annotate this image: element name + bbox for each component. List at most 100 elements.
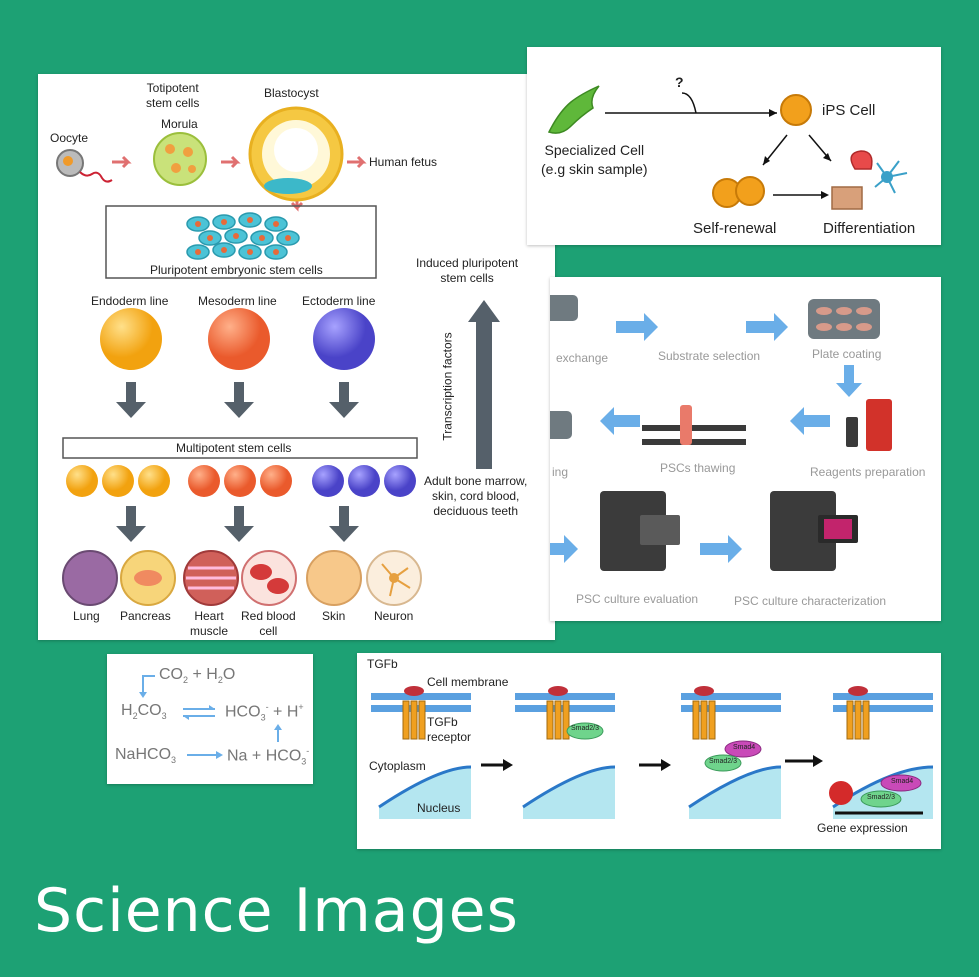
multipotent-label: Multipotent stem cells [176, 441, 292, 455]
plate-icon-partial-2 [550, 411, 572, 439]
smad23-label-2: Smad2/3 [571, 725, 600, 732]
plate-icon-partial [550, 295, 578, 321]
arrow-right-1 [616, 313, 658, 341]
ips-cell-card: Specialized Cell (e.g skin sample) ? iPS… [527, 47, 941, 245]
gene-expression-label: Gene expression [817, 821, 908, 835]
pink-arrow-3 [347, 155, 367, 169]
adult-sources-label: Adult bone marrow, skin, cord blood, dec… [424, 474, 528, 518]
psc-workflow-card: exchange Substrate selection Plate coati… [550, 277, 941, 621]
arrow-down [836, 365, 862, 397]
pluripotent-box [105, 205, 377, 279]
ips-cell-label: iPS Cell [822, 102, 876, 119]
tgfb-diagram [371, 686, 934, 819]
panel-3 [681, 686, 782, 819]
chemistry-card: CO2 + H2O H2CO3 HCO3- + H+ NaHCO3 Na + H… [107, 654, 313, 784]
blastocyst-label: Blastocyst [264, 86, 319, 100]
eq-nahco3: NaHCO3 [115, 746, 177, 766]
reagent-bottle-icon [866, 399, 892, 451]
smad23-label-4: Smad2/3 [867, 794, 896, 801]
tissue-label-pancreas: Pancreas [120, 609, 171, 623]
pluripotent-cells [186, 212, 300, 260]
tgfb-signaling-card: TGFb Cell membrane TGFb receptor Cytopla… [357, 653, 941, 849]
totipotent-label: Totipotent stem cells [146, 81, 200, 110]
self-renewal-label: Self-renewal [693, 220, 777, 237]
multipotent-cells [66, 465, 416, 497]
step-partial-label: ing [552, 465, 569, 479]
pink-arrow-1 [112, 155, 132, 169]
arrow-right-3 [550, 535, 578, 563]
receptor-label: TGFb receptor [427, 715, 472, 744]
step-substrate-label: Substrate selection [658, 349, 761, 363]
factor-arrow [681, 92, 697, 114]
arrow-left-2 [600, 407, 640, 435]
tissue-icon [831, 186, 863, 210]
ectoderm-sphere [313, 308, 375, 370]
development-diagram [56, 106, 500, 606]
tube-rack-icon [642, 425, 746, 431]
step-reagents-label: Reagents preparation [810, 465, 926, 479]
endoderm-label: Endoderm line [91, 294, 169, 308]
oocyte-label: Oocyte [50, 131, 89, 145]
neuron-icon-small [874, 160, 908, 194]
arrow-left-1 [790, 407, 830, 435]
question-mark: ? [675, 74, 684, 90]
arrow-right-2 [746, 313, 788, 341]
differentiation-label: Differentiation [823, 220, 916, 237]
ips-cell-icon [780, 94, 812, 126]
tissue-label-neuron: Neuron [374, 609, 414, 623]
psc-workflow-diagram [550, 295, 892, 571]
microscope-icon-1 [600, 491, 666, 571]
mesoderm-label: Mesoderm line [198, 294, 277, 308]
tissue-label-lung: Lung [73, 609, 100, 623]
membrane-label: Cell membrane [427, 675, 509, 689]
mesoderm-sphere [208, 308, 270, 370]
induced-label: Induced pluripotent stem cells [416, 256, 519, 285]
transcription-label: Transcription factors [440, 332, 455, 441]
red-blood-cell-icon [241, 550, 297, 606]
endoderm-sphere [100, 308, 162, 370]
sperm-tail-icon [79, 171, 113, 183]
eq-na-hco3: Na + HCO3- [227, 746, 310, 767]
panel-4 [829, 686, 934, 819]
specialized-cell-label: Specialized Cell (e.g skin sample) [541, 142, 648, 177]
morula-label: Morula [161, 117, 198, 131]
nucleus-label: Nucleus [417, 801, 461, 815]
microscope-icon-2 [770, 491, 836, 571]
step-thawing-label: PSCs thawing [660, 461, 736, 475]
step-characterization-label: PSC culture characterization [734, 594, 887, 608]
arrow-right-4 [700, 535, 742, 563]
gray-down-arrows [116, 382, 359, 542]
panel-1 [371, 686, 472, 819]
smad4-label-3: Smad4 [733, 744, 756, 751]
step-plate-coating-label: Plate coating [812, 347, 882, 361]
cytoplasm-label: Cytoplasm [369, 759, 426, 773]
oocyte-nucleus [63, 156, 73, 166]
page-title: Science Images [34, 876, 519, 946]
tissue-label-rbc: Red blood cell [241, 609, 296, 638]
specialized-cell-icon [547, 85, 600, 134]
coated-plate-icon [808, 299, 880, 339]
tissue-label-heart: Heart muscle [190, 609, 229, 638]
multipotent-box [62, 437, 418, 459]
pluripotent-label: Pluripotent embryonic stem cells [150, 263, 323, 277]
stem-cell-development-card: Oocyte Totipotent stem cells Morula Blas… [38, 74, 555, 640]
self-renewal-cell-b [735, 176, 765, 206]
panel-2 [515, 686, 616, 819]
tgfb-label: TGFb [367, 657, 398, 671]
red-cell-icon [850, 150, 873, 170]
smad23-label-3: Smad2/3 [709, 758, 738, 765]
lung-icon [62, 550, 118, 606]
eq-co2-h2o: CO2 + H2O [159, 666, 236, 686]
step-evaluation-label: PSC culture evaluation [576, 592, 699, 606]
morula-icon [153, 132, 207, 186]
eq-hco3-hplus: HCO3- + H+ [225, 702, 304, 723]
tissue-label-skin: Skin [322, 609, 346, 623]
chem-arrows [139, 675, 282, 759]
step-exchange-label: exchange [556, 351, 609, 365]
smad4-label-4: Smad4 [891, 778, 914, 785]
ectoderm-label: Ectoderm line [302, 294, 376, 308]
transcription-arrow [468, 300, 500, 469]
eq-h2co3: H2CO3 [121, 702, 167, 722]
skin-icon [306, 550, 362, 606]
human-fetus-label: Human fetus [369, 155, 438, 169]
